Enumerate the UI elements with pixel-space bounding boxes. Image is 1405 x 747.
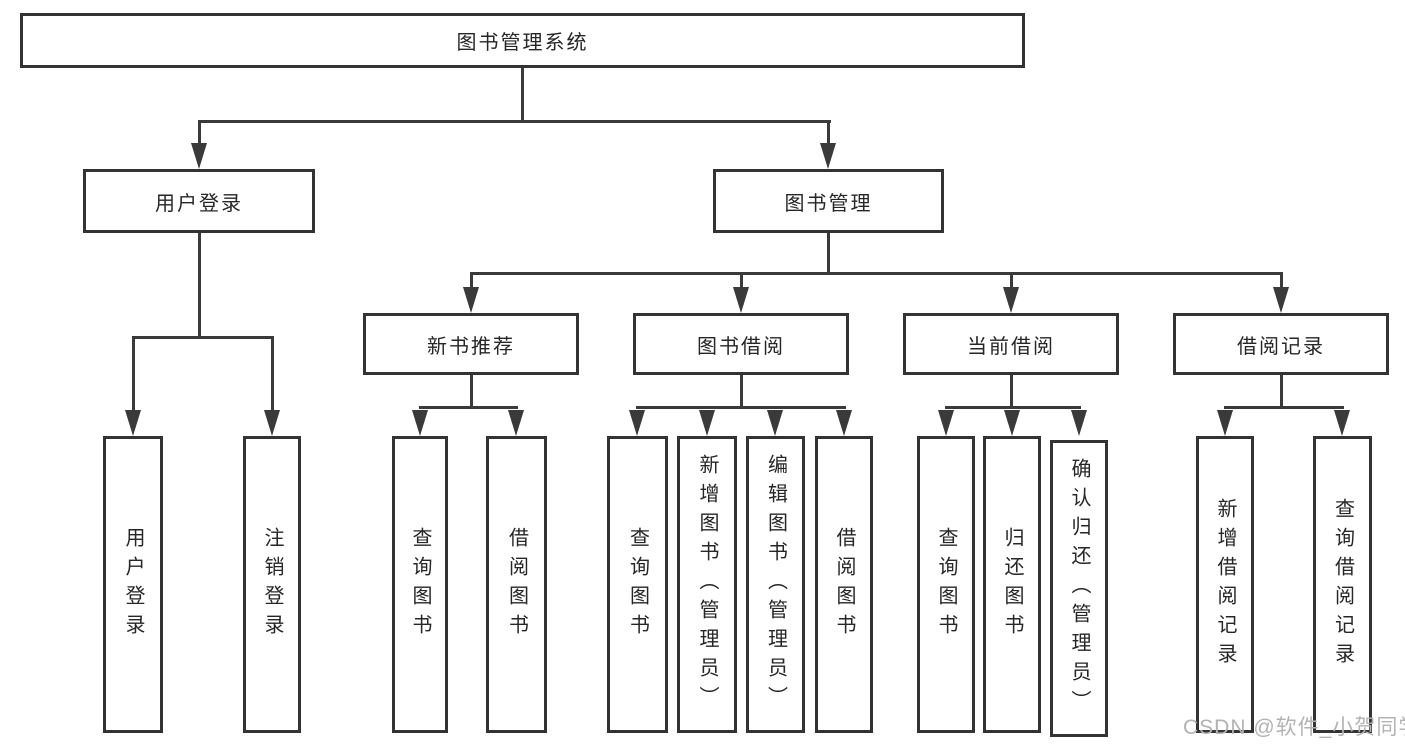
leaf-nbr-borrow-book: 借阅图书: [486, 436, 547, 733]
connector-root-vertical: [521, 68, 524, 120]
arrowhead-cb-2: [1004, 410, 1020, 436]
arrowhead-cb-1: [938, 410, 954, 436]
connector-book-mgmt-stem-3: [1010, 272, 1013, 290]
arrowhead-cb-3: [1071, 410, 1087, 436]
connector-bb-vertical: [740, 375, 743, 406]
arrowhead-to-book-management: [820, 143, 836, 169]
leaf-bb-edit-book-admin: 编辑图书（管理员）: [746, 436, 805, 733]
arrowhead-bb-4: [836, 410, 852, 436]
arrowhead-nbr-2: [508, 410, 524, 436]
connector-cb-horizontal: [945, 406, 1081, 409]
arrowhead-to-login: [125, 410, 141, 436]
node-label: 用户登录: [122, 526, 144, 643]
arrowhead-br-2: [1334, 410, 1350, 436]
node-book-borrow: 图书借阅: [633, 313, 849, 375]
node-label: 用户登录: [155, 192, 243, 215]
node-label: 图书管理系统: [456, 32, 589, 54]
connector-nbr-vertical: [470, 375, 473, 406]
node-label: 借阅图书: [833, 526, 855, 643]
connector-book-mgmt-vertical: [827, 233, 830, 272]
connector-root-stem-left: [198, 120, 201, 146]
node-label: 查询图书: [935, 526, 957, 643]
node-label: 编辑图书（管理员）: [764, 454, 787, 715]
node-label: 新增借阅记录: [1214, 497, 1236, 672]
node-book-management: 图书管理: [713, 169, 944, 233]
leaf-nbr-query-book: 查询图书: [392, 436, 448, 733]
node-label: 图书管理: [784, 192, 873, 215]
connector-br-horizontal: [1224, 406, 1344, 409]
connector-book-mgmt-stem-1: [470, 272, 473, 290]
csdn-watermark: CSDN @软件_小贺同学: [1183, 716, 1405, 739]
arrowhead-nbr-1: [412, 410, 428, 436]
node-label: 新增图书（管理员）: [696, 454, 718, 715]
leaf-bb-borrow-book: 借阅图书: [815, 436, 873, 733]
leaf-cb-query-book: 查询图书: [917, 436, 975, 733]
connector-root-stem-right: [827, 120, 830, 146]
node-new-book-recommend: 新书推荐: [363, 313, 579, 375]
arrowhead-to-logout: [264, 410, 280, 436]
node-label: 归还图书: [1001, 526, 1023, 643]
node-root-library-system: 图书管理系统: [20, 13, 1025, 68]
connector-user-login-vertical: [198, 233, 201, 336]
leaf-br-query-record: 查询借阅记录: [1313, 436, 1372, 733]
arrowhead-bb-2: [699, 410, 715, 436]
node-label: 借阅图书: [505, 526, 528, 643]
leaf-cb-confirm-return-admin: 确认归还（管理员）: [1050, 440, 1108, 737]
leaf-br-add-record: 新增借阅记录: [1196, 436, 1254, 733]
leaf-logout: 注销登录: [243, 436, 301, 733]
arrowhead-br-1: [1217, 410, 1233, 436]
node-user-login: 用户登录: [83, 169, 315, 233]
node-label: 当前借阅: [967, 335, 1055, 358]
node-label: 确认归还（管理员）: [1068, 458, 1090, 719]
arrowhead-bb-3: [767, 410, 783, 436]
arrowhead-bb-1: [629, 410, 645, 436]
arrowhead-to-new-book-recommend: [463, 287, 479, 313]
node-label: 借阅记录: [1237, 335, 1325, 358]
connector-cb-vertical: [1010, 375, 1013, 406]
connector-book-mgmt-stem-4: [1280, 272, 1283, 290]
leaf-cb-return-book: 归还图书: [983, 436, 1041, 733]
arrowhead-to-borrow-record: [1273, 287, 1289, 313]
connector-bb-horizontal: [636, 406, 846, 409]
connector-user-login-stem-2: [271, 336, 274, 412]
leaf-user-login: 用户登录: [103, 436, 163, 733]
arrowhead-to-user-login: [191, 143, 207, 169]
node-label: 查询图书: [626, 526, 649, 643]
node-label: 查询图书: [409, 526, 431, 643]
connector-book-mgmt-horizontal: [470, 272, 1283, 275]
node-borrow-record: 借阅记录: [1173, 313, 1389, 375]
node-current-borrow: 当前借阅: [903, 313, 1119, 375]
connector-root-horizontal: [198, 120, 831, 123]
arrowhead-to-current-borrow: [1003, 287, 1019, 313]
connector-book-mgmt-stem-2: [740, 272, 743, 290]
connector-br-vertical: [1280, 375, 1283, 406]
node-label: 新书推荐: [427, 335, 515, 358]
node-label: 注销登录: [261, 526, 283, 643]
connector-nbr-horizontal: [419, 406, 518, 409]
leaf-bb-add-book-admin: 新增图书（管理员）: [677, 436, 737, 733]
connector-user-login-stem-1: [132, 336, 135, 412]
node-label: 图书借阅: [697, 335, 785, 358]
leaf-bb-query-book: 查询图书: [607, 436, 668, 733]
connector-user-login-horizontal: [132, 336, 274, 339]
arrowhead-to-book-borrow: [733, 287, 749, 313]
node-label: 查询借阅记录: [1331, 497, 1354, 672]
